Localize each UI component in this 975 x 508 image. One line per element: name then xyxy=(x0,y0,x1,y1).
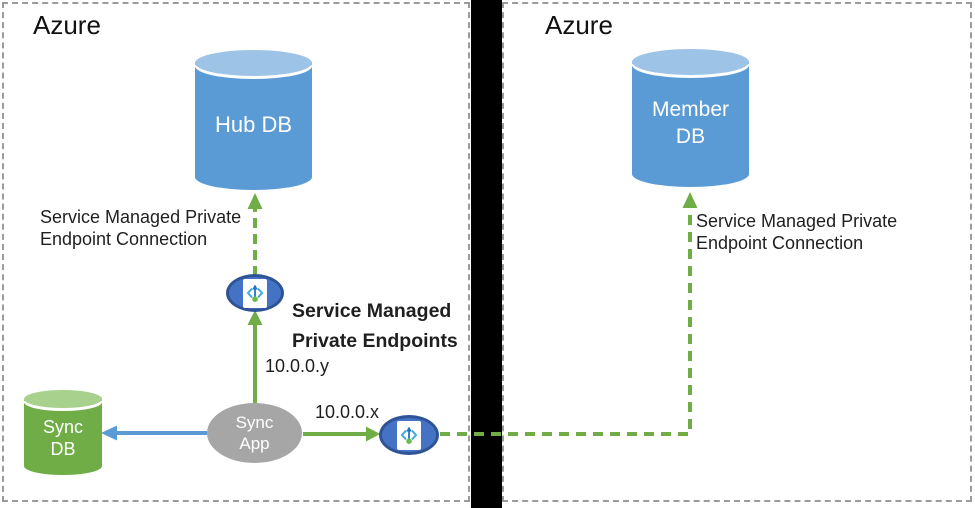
dashed-arrow-endpoint-to-memberdb xyxy=(440,207,692,436)
sync-db-cylinder-top xyxy=(24,390,102,408)
sync-db-label-line1: Sync xyxy=(42,416,84,437)
member-connection-label-line1: Service Managed Private xyxy=(696,211,898,231)
hub-db-cylinder-top xyxy=(195,50,312,76)
region-divider-bar xyxy=(471,0,502,508)
sync-db-node: Sync DB xyxy=(24,390,102,475)
hub-connection-label: Service Managed Private Endpoint Connect… xyxy=(40,206,241,250)
arrowhead-syncapp-to-syncdb xyxy=(101,425,117,441)
private-endpoint-member-node xyxy=(379,415,439,455)
member-db-label-line2: DB xyxy=(675,125,706,148)
endpoints-label-line2: Private Endpoints xyxy=(292,330,458,352)
hub-connection-label-line1: Service Managed Private xyxy=(40,207,242,227)
sync-app-node: Sync App xyxy=(207,403,302,463)
ip-label-y: 10.0.0.y xyxy=(265,356,330,376)
ip-label-x: 10.0.0.x xyxy=(315,402,380,422)
private-endpoint-icon xyxy=(400,426,418,444)
hub-connection-label-line2: Endpoint Connection xyxy=(40,229,208,249)
hub-db-cylinder-body xyxy=(195,63,312,190)
member-db-label-line1: Member xyxy=(651,98,730,121)
sync-db-cylinder-body xyxy=(24,399,102,475)
azure-title-left: Azure xyxy=(33,10,101,40)
member-db-cylinder-body xyxy=(632,62,749,187)
arrowhead-endpoint-to-memberdb xyxy=(682,192,698,208)
private-endpoint-badge xyxy=(243,278,267,308)
arrowhead-syncapp-to-endpoint-hub xyxy=(247,310,263,325)
endpoints-label-line1: Service Managed xyxy=(292,300,452,322)
hub-db-label: Hub DB xyxy=(214,112,293,137)
azure-title-right: Azure xyxy=(545,10,613,40)
service-managed-private-endpoints-label: Service Managed Private Endpoints xyxy=(292,296,458,356)
arrowhead-syncapp-to-endpoint-member xyxy=(366,426,380,442)
member-connection-label: Service Managed Private Endpoint Connect… xyxy=(696,210,897,254)
private-endpoint-badge xyxy=(397,420,421,450)
sync-app-label-line1: Sync xyxy=(235,413,274,432)
sync-app-label-line2: App xyxy=(239,434,270,453)
arrowhead-endpoint-to-hubdb xyxy=(247,193,263,209)
hub-db-node: Hub DB xyxy=(195,50,312,190)
private-endpoint-hub-node xyxy=(226,274,284,312)
member-db-node: Member DB xyxy=(632,49,749,187)
sync-db-label-line2: DB xyxy=(50,438,76,459)
member-connection-label-line2: Endpoint Connection xyxy=(696,233,864,253)
private-endpoint-icon xyxy=(246,284,264,302)
member-db-cylinder-top xyxy=(632,49,749,75)
